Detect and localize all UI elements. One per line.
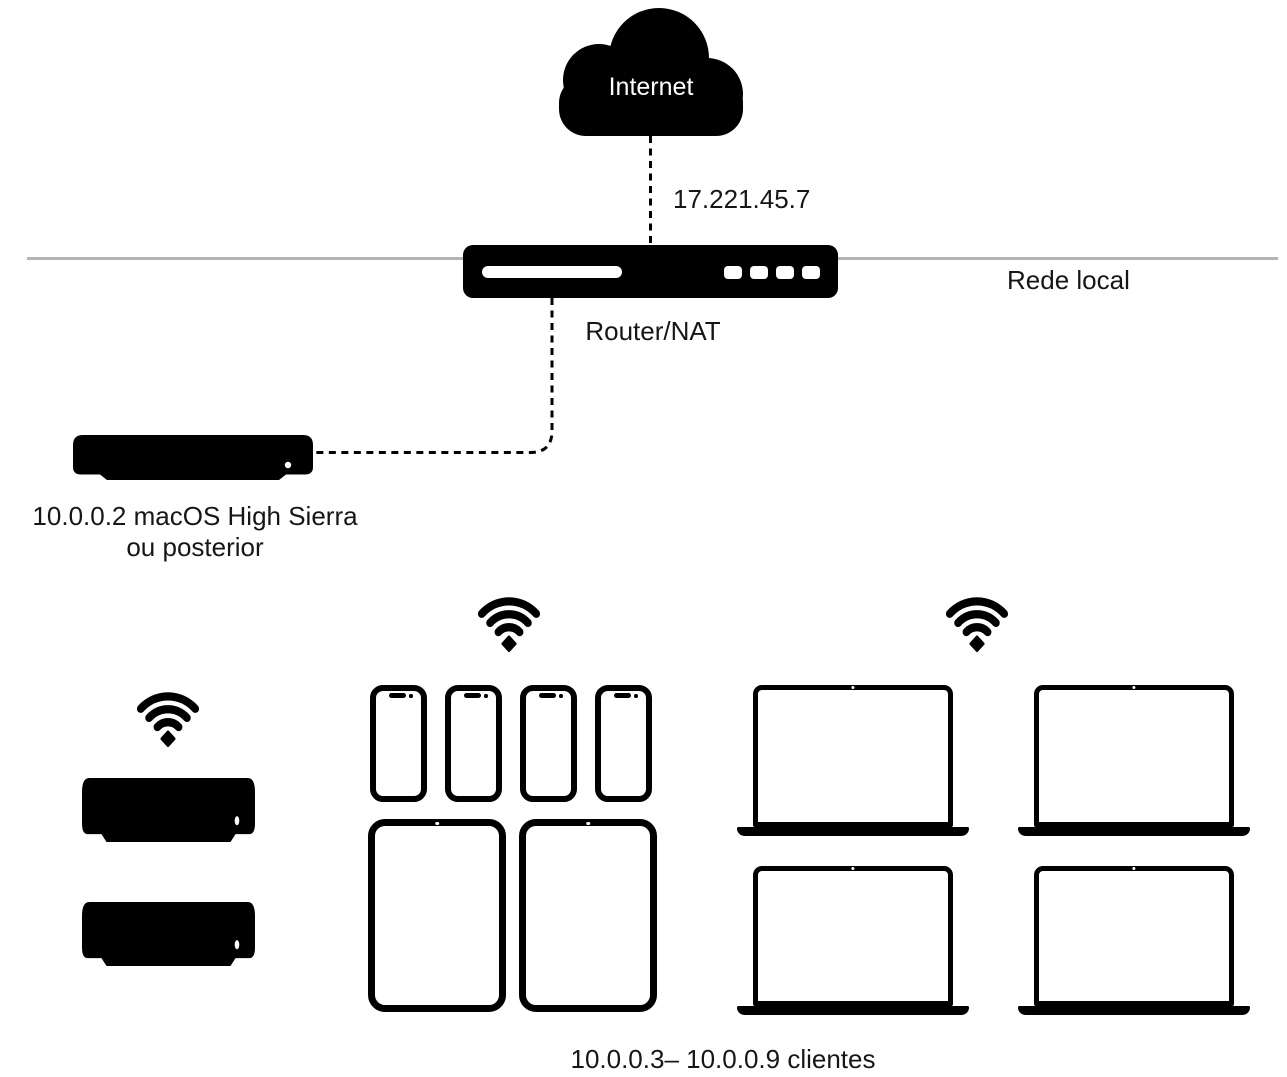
iphone-notch bbox=[389, 693, 406, 698]
iphone-notch bbox=[614, 693, 631, 698]
camera-dot bbox=[484, 694, 488, 698]
router-status-bar bbox=[482, 266, 622, 278]
macbook-icon bbox=[737, 685, 969, 836]
camera-dot bbox=[435, 821, 439, 825]
camera-dot bbox=[1132, 686, 1136, 690]
camera-dot bbox=[559, 694, 563, 698]
cloud-icon bbox=[555, 8, 747, 136]
iphone-notch bbox=[464, 693, 481, 698]
mac-mini-icon bbox=[82, 778, 255, 842]
macbook-base bbox=[737, 1006, 969, 1015]
camera-dot bbox=[409, 694, 413, 698]
iphone-icon bbox=[520, 685, 577, 802]
camera-dot bbox=[1132, 867, 1136, 871]
server-mac-mini-icon bbox=[73, 435, 313, 480]
wifi-icon bbox=[126, 688, 210, 748]
local-network-label: Rede local bbox=[1007, 265, 1130, 295]
macbook-base bbox=[737, 827, 969, 836]
macbook-base bbox=[1018, 827, 1250, 836]
iphone-icon bbox=[595, 685, 652, 802]
ipad-icon bbox=[519, 819, 657, 1012]
router-icon bbox=[463, 245, 838, 298]
macbook-screen bbox=[1034, 685, 1234, 827]
camera-dot bbox=[851, 686, 855, 690]
iphone-icon bbox=[445, 685, 502, 802]
iphone-notch bbox=[539, 693, 556, 698]
macbook-screen bbox=[753, 685, 953, 827]
iphone-icon bbox=[370, 685, 427, 802]
wifi-icon bbox=[935, 593, 1019, 653]
router-to-server-link bbox=[314, 298, 554, 454]
macbook-icon bbox=[737, 866, 969, 1015]
router-port-led bbox=[750, 266, 768, 279]
router-port-led bbox=[776, 266, 794, 279]
clients-label: 10.0.0.3– 10.0.0.9 clientes bbox=[570, 1044, 876, 1074]
camera-dot bbox=[634, 694, 638, 698]
router-label: Router/NAT bbox=[585, 316, 721, 346]
server-label-line1: 10.0.0.2 macOS High Sierra bbox=[32, 501, 358, 531]
ipad-icon bbox=[368, 819, 506, 1012]
server-label-line2: ou posterior bbox=[126, 532, 264, 562]
macbook-icon bbox=[1018, 685, 1250, 836]
internet-label: Internet bbox=[608, 73, 694, 101]
macbook-icon bbox=[1018, 866, 1250, 1015]
router-port-led bbox=[802, 266, 820, 279]
macbook-screen bbox=[1034, 866, 1234, 1006]
macbook-screen bbox=[753, 866, 953, 1006]
router-port-led bbox=[724, 266, 742, 279]
camera-dot bbox=[851, 867, 855, 871]
wifi-icon bbox=[467, 593, 551, 653]
camera-dot bbox=[586, 821, 590, 825]
wan-ip-label: 17.221.45.7 bbox=[673, 184, 811, 214]
mac-mini-icon bbox=[82, 902, 255, 966]
server-label: 10.0.0.2 macOS High Sierra ou posterior bbox=[15, 501, 375, 563]
macbook-base bbox=[1018, 1006, 1250, 1015]
